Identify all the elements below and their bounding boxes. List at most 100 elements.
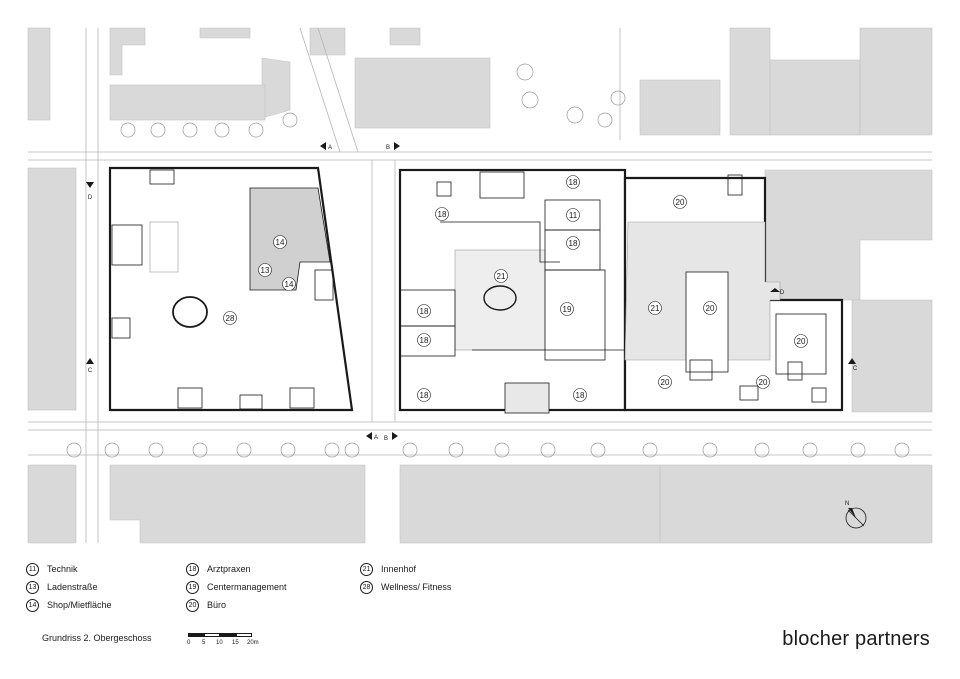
- section-marker-b-bottom: B: [384, 432, 398, 442]
- svg-text:11: 11: [569, 211, 578, 220]
- legend-number: 28: [360, 580, 373, 594]
- svg-text:18: 18: [576, 391, 585, 400]
- legend-number: 11: [26, 562, 39, 576]
- scale-label: 10: [216, 640, 223, 646]
- room-label-20c: 20: [794, 334, 808, 348]
- svg-text:20: 20: [676, 198, 685, 207]
- street-trees: [66, 63, 910, 458]
- scale-segment: [188, 633, 204, 637]
- legend-col-2: 18 Arztpraxen 19 Centermanagement 20 Bür…: [186, 560, 287, 614]
- east-block: [623, 174, 844, 412]
- legend-label: Technik: [47, 563, 78, 574]
- room-label-13: 13: [258, 263, 272, 277]
- scale-segment: [236, 633, 252, 637]
- svg-text:18: 18: [438, 210, 447, 219]
- room-label-18f: 18: [417, 388, 431, 402]
- legend-item: 11 Technik: [26, 560, 112, 578]
- legend-number: 14: [26, 598, 39, 612]
- north-arrow: N: [845, 501, 867, 529]
- room-label-20e: 20: [756, 375, 770, 389]
- legend-item: 13 Ladenstraße: [26, 578, 112, 596]
- legend-number: 18: [186, 562, 199, 576]
- svg-text:B: B: [386, 145, 390, 151]
- svg-text:C: C: [853, 366, 858, 372]
- svg-text:20: 20: [759, 378, 768, 387]
- section-marker-c-left: C: [86, 358, 94, 374]
- room-label-18e: 18: [417, 333, 431, 347]
- section-marker-d-right: D: [770, 288, 785, 296]
- svg-text:28: 28: [226, 314, 235, 323]
- room-labels: 14 13 14 28 18 18 11 18 21 19 18 18 18 1…: [223, 175, 808, 402]
- room-label-21b: 21: [648, 301, 662, 315]
- svg-text:D: D: [88, 195, 93, 201]
- legend-item: 14 Shop/Mietfläche: [26, 596, 112, 614]
- legend-item: 18 Arztpraxen: [186, 560, 287, 578]
- room-label-14a: 14: [273, 235, 287, 249]
- svg-text:A: A: [328, 145, 332, 151]
- legend-label: Centermanagement: [207, 581, 287, 592]
- svg-text:14: 14: [276, 238, 285, 247]
- west-block: [108, 166, 354, 412]
- legend-label: Büro: [207, 599, 227, 610]
- scale-bar: 0 5 10 15 20m: [187, 633, 268, 649]
- room-label-19: 19: [560, 302, 574, 316]
- legend-label: Shop/Mietfläche: [47, 599, 112, 610]
- svg-text:19: 19: [563, 305, 572, 314]
- legend-item: 19 Centermanagement: [186, 578, 287, 596]
- legend-item: 21 Innenhof: [360, 560, 451, 578]
- scale-label: 5: [202, 640, 206, 646]
- legend-number: 19: [186, 580, 199, 594]
- section-markers: A B A B C D C D: [86, 142, 858, 442]
- room-label-18d: 18: [417, 304, 431, 318]
- svg-text:18: 18: [569, 239, 578, 248]
- room-label-18c: 18: [566, 236, 580, 250]
- legend-label: Arztpraxen: [207, 563, 251, 574]
- surrounding-buildings: [27, 27, 933, 544]
- scale-segment: [220, 633, 236, 637]
- section-marker-c-right: C: [848, 358, 858, 372]
- legend-label: Innenhof: [381, 563, 417, 574]
- svg-text:20: 20: [797, 337, 806, 346]
- scale-label: 15: [232, 640, 239, 646]
- svg-text:18: 18: [420, 307, 429, 316]
- room-label-18a: 18: [566, 175, 580, 189]
- section-marker-a-top: A: [320, 142, 332, 151]
- room-label-20d: 20: [658, 375, 672, 389]
- legend-item: 28 Wellness/ Fitness: [360, 578, 451, 596]
- scale-segment: [204, 633, 220, 637]
- legend-number: 20: [186, 598, 199, 612]
- scale-label: 0: [187, 640, 191, 646]
- legend-col-1: 11 Technik 13 Ladenstraße 14 Shop/Mietfl…: [26, 560, 112, 614]
- room-label-18g: 18: [573, 388, 587, 402]
- svg-text:20: 20: [661, 378, 670, 387]
- legend-col-3: 21 Innenhof 28 Wellness/ Fitness: [360, 560, 451, 596]
- scale-label: 20m: [247, 640, 259, 646]
- legend-number: 13: [26, 580, 39, 594]
- middle-block: [398, 168, 627, 414]
- svg-text:A: A: [374, 435, 378, 441]
- room-label-11: 11: [566, 208, 580, 222]
- section-marker-b-top: B: [386, 142, 400, 151]
- svg-text:20: 20: [706, 304, 715, 313]
- svg-text:C: C: [88, 368, 93, 374]
- svg-text:14: 14: [285, 280, 294, 289]
- room-label-20b: 20: [703, 301, 717, 315]
- svg-text:D: D: [780, 290, 785, 296]
- plan-caption: Grundriss 2. Obergeschoss: [42, 633, 152, 643]
- legend-label: Ladenstraße: [47, 581, 98, 592]
- room-label-14b: 14: [282, 277, 296, 291]
- svg-text:18: 18: [569, 178, 578, 187]
- room-label-28: 28: [223, 311, 237, 325]
- svg-text:18: 18: [420, 336, 429, 345]
- svg-text:18: 18: [420, 391, 429, 400]
- brand-logo: blocher partners: [782, 628, 930, 650]
- legend-label: Wellness/ Fitness: [381, 581, 452, 592]
- svg-text:21: 21: [651, 304, 660, 313]
- north-label: N: [845, 501, 849, 507]
- legend-item: 20 Büro: [186, 596, 287, 614]
- svg-text:B: B: [384, 436, 388, 442]
- room-label-21a: 21: [494, 269, 508, 283]
- svg-text:13: 13: [261, 266, 270, 275]
- room-label-20a: 20: [673, 195, 687, 209]
- section-marker-a-bottom: A: [366, 432, 378, 441]
